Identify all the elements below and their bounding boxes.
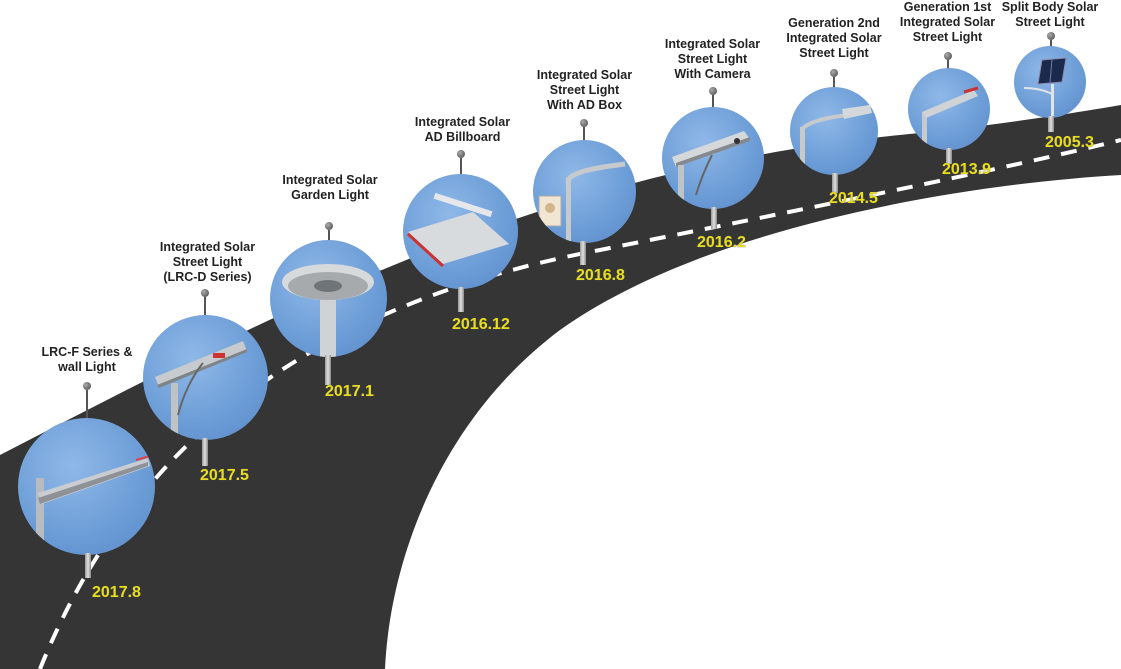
milestone-year: 2014.5 [829, 190, 878, 207]
pin-icon [709, 87, 717, 95]
post [946, 148, 952, 164]
pin-stem [1050, 40, 1052, 48]
milestone-label: Generation 2nd Integrated Solar Street L… [786, 16, 882, 60]
pin-icon [83, 382, 91, 390]
milestone-year: 2016.8 [576, 267, 625, 284]
milestone-year: 2017.8 [92, 584, 141, 601]
wall-light-icon [36, 455, 151, 555]
product-bubble [143, 315, 268, 440]
pin-icon [830, 69, 838, 77]
milestone-year: 2016.2 [697, 234, 746, 251]
milestone-year: 2016.12 [452, 316, 510, 333]
post [202, 438, 208, 466]
pin-stem [204, 297, 206, 317]
product-bubble [18, 418, 155, 555]
post [580, 241, 586, 265]
pin-icon [580, 119, 588, 127]
product-bubble [403, 174, 518, 289]
post [711, 207, 717, 229]
pin-stem [833, 77, 835, 89]
pin-stem [947, 60, 949, 70]
product-bubble [790, 87, 878, 175]
milestone-label: LRC-F Series & wall Light [41, 345, 133, 374]
product-bubble [270, 240, 387, 357]
billboard-light-icon [406, 192, 509, 268]
garden-light-icon [282, 264, 374, 357]
milestone-label: Split Body Solar Street Light [1001, 0, 1099, 29]
gen2-light-icon [800, 105, 872, 175]
milestone-label: Integrated Solar Street Light With Camer… [664, 37, 761, 81]
street-light-icon [155, 341, 247, 440]
milestone-label: Integrated Solar Street Light (LRC-D Ser… [159, 240, 256, 284]
gen1-light-icon [922, 86, 979, 150]
pin-icon [201, 289, 209, 297]
pin-stem [86, 390, 88, 420]
road [0, 105, 1121, 669]
pin-icon [1047, 32, 1055, 40]
pin-icon [457, 150, 465, 158]
pin-stem [583, 127, 585, 142]
pin-icon [325, 222, 333, 230]
milestone-label: Integrated Solar Street Light With AD Bo… [536, 68, 633, 112]
milestone-year: 2013.9 [942, 161, 991, 178]
post [85, 553, 91, 578]
milestone-label: Generation 1st Integrated Solar Street L… [899, 0, 996, 44]
milestone-label: Integrated Solar AD Billboard [414, 115, 511, 144]
pin-stem [328, 230, 330, 242]
pin-stem [460, 158, 462, 176]
post [458, 287, 464, 312]
product-bubble [1014, 46, 1086, 118]
milestone-year: 2005.3 [1045, 134, 1094, 151]
split-solar-light-icon [1023, 57, 1067, 118]
milestone-label: Integrated Solar Garden Light [282, 173, 378, 202]
camera-light-icon [672, 131, 750, 209]
pin-stem [712, 95, 714, 109]
milestone-year: 2017.5 [200, 467, 249, 484]
post [1048, 116, 1054, 132]
ad-box-light-icon [538, 161, 626, 243]
pin-icon [944, 52, 952, 60]
post [325, 355, 331, 385]
post [832, 173, 838, 193]
milestone-year: 2017.1 [325, 383, 374, 400]
product-bubble [908, 68, 990, 150]
product-bubble [533, 140, 636, 243]
product-bubble [662, 107, 764, 209]
